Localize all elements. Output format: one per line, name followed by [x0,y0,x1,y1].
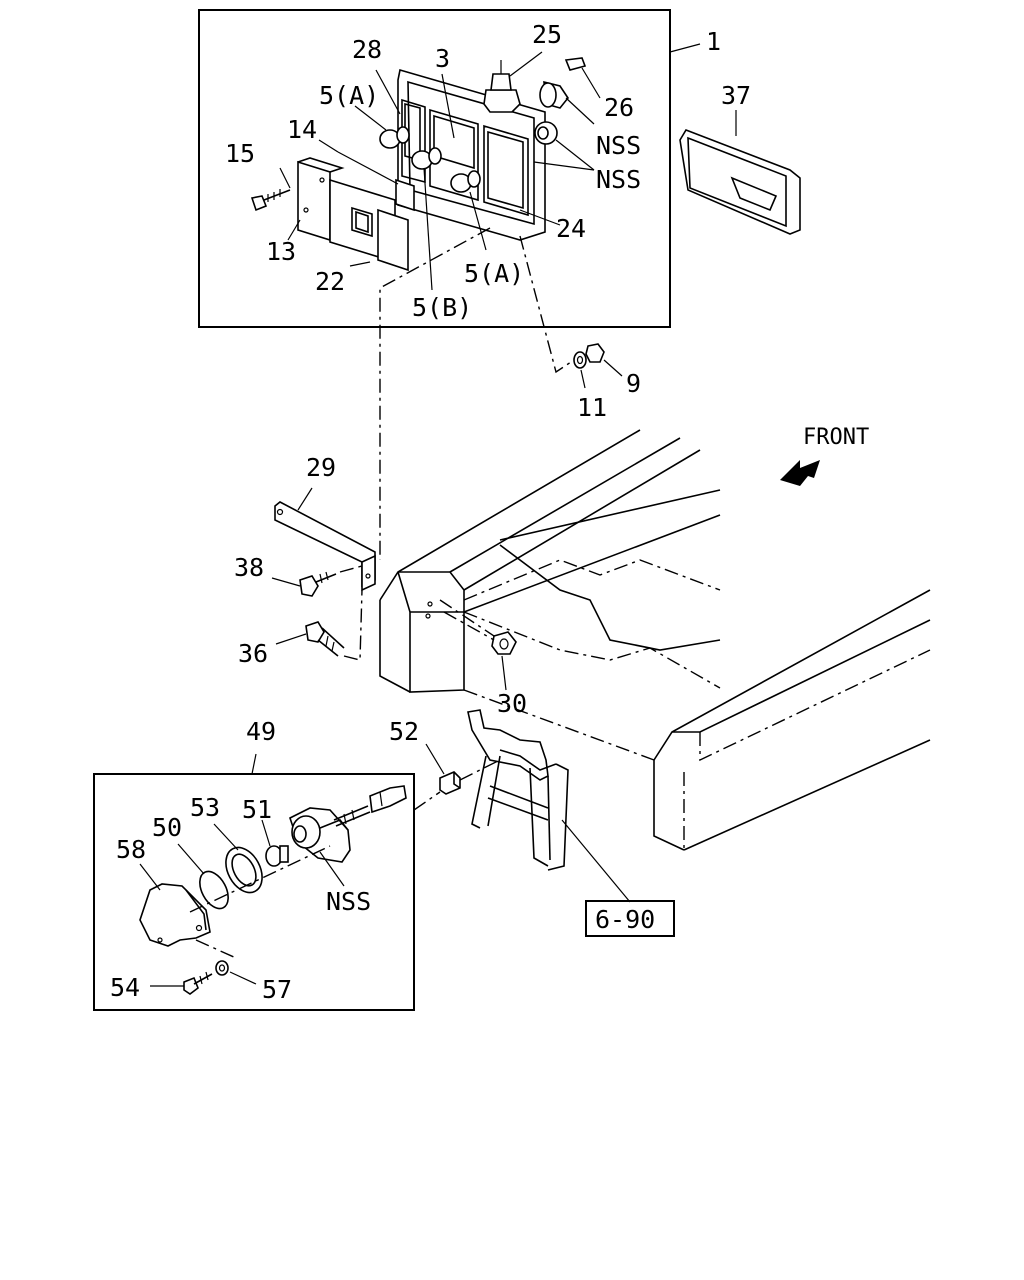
seal-53 [225,846,263,894]
label-nss-cap: NSS [596,131,641,160]
front-arrow-icon [780,460,820,486]
label-5a-upper: 5(A) [319,81,379,110]
label-36: 36 [238,639,268,668]
label-57: 57 [262,975,292,1004]
label-54: 54 [110,973,140,1002]
label-37: 37 [721,81,751,110]
label-nss-grommet: NSS [596,165,641,194]
ref-6-90-box [585,900,675,937]
label-11: 11 [577,393,607,422]
label-14: 14 [287,115,317,144]
nut-9 [585,343,605,363]
label-front: FRONT [803,425,869,450]
plate-22 [329,178,409,272]
bulb-5b [411,147,442,170]
label-5a-lower: 5(A) [464,259,524,288]
socket-nss [289,785,407,863]
bulb-5a-lower [450,170,481,193]
bulb-51 [265,845,289,867]
cap-nss [539,80,569,109]
assembly-1-box [198,9,671,328]
label-15: 15 [225,139,255,168]
nut-30 [491,631,517,655]
bracket-6-90 [467,709,569,871]
label-58: 58 [116,835,146,864]
label-1: 1 [706,27,721,56]
bolt-26 [564,57,587,71]
lens-58 [139,883,211,947]
screw-15 [250,189,291,212]
connector-52 [439,771,461,795]
label-50: 50 [152,813,182,842]
bulb-5a-upper [379,126,410,149]
assembly-49-box [93,773,415,1011]
label-28: 28 [352,35,382,64]
label-22: 22 [315,267,345,296]
label-51: 51 [242,795,272,824]
label-26: 26 [604,93,634,122]
label-30: 30 [497,689,527,718]
chassis-frame [379,429,931,851]
label-nss-socket: NSS [326,887,371,916]
label-5b: 5(B) [412,293,472,322]
washer-11 [573,351,587,369]
label-13: 13 [266,237,296,266]
label-29: 29 [306,453,336,482]
label-53: 53 [190,793,220,822]
gasket-50 [199,870,229,910]
label-9: 9 [626,369,641,398]
pad-14 [395,178,415,212]
label-52: 52 [389,717,419,746]
bolt-36 [305,621,345,657]
label-3: 3 [435,44,450,73]
grommet-nss [534,121,558,145]
screw-54 [183,971,213,995]
label-25: 25 [532,20,562,49]
label-49: 49 [246,717,276,746]
bracket-29 [274,501,376,592]
label-38: 38 [234,553,264,582]
switch-25 [483,60,521,113]
lamp-37 [679,129,801,235]
label-ref-6-90: 6-90 [595,905,655,934]
label-24: 24 [556,214,586,243]
washer-57 [215,960,229,976]
bolt-38 [299,571,337,597]
